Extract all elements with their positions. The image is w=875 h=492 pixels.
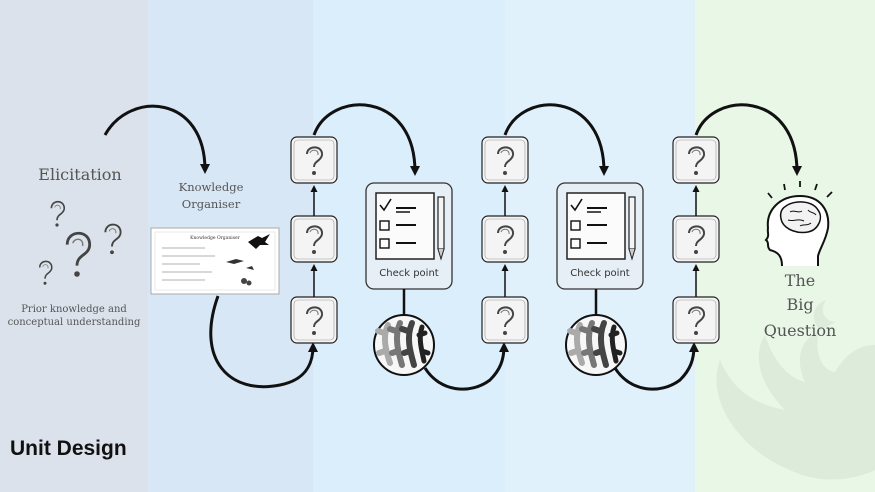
arrow-to-checkpoint-1 [312,103,420,176]
lizard-group-icon [374,315,434,375]
arrow-elicitation-to-organiser [103,104,210,174]
phoenix-watermark-icon [716,300,875,480]
organiser-card-title: Knowledge Organiser [190,235,240,241]
question-box [481,296,529,344]
elicitation-caption-line2: conceptual understanding [8,317,141,328]
question-mark-icon [39,200,122,286]
arrow-lizards-to-stage3 [613,342,699,391]
organiser-label-line2: Organiser [182,197,241,211]
question-box [290,296,338,344]
question-box [672,215,720,263]
arrow-lizards-to-stage2 [423,342,509,391]
page-title: Unit Design [10,437,127,460]
lizard-group-icon [566,315,626,375]
question-box [672,296,720,344]
big-question-line2: Big [786,295,813,314]
big-question-line1: The [785,271,815,290]
arrow-to-big-question [694,103,802,176]
checkpoint-card: Check point [365,182,453,290]
question-box [672,136,720,184]
arrow-to-checkpoint-2 [503,103,609,176]
checkpoint-card: Check point [556,182,644,290]
arrow-organiser-to-stage1 [209,295,318,389]
elicitation-heading: Elicitation [38,165,121,184]
question-box [290,136,338,184]
question-box [290,215,338,263]
checkpoint-label: Check point [570,268,630,279]
question-box [481,136,529,184]
knowledge-organiser-card: Knowledge Organiser [150,227,280,295]
big-question-line3: Question [764,321,837,340]
organiser-label-line1: Knowledge [179,180,244,194]
checkpoint-label: Check point [379,268,439,279]
question-box [481,215,529,263]
band-elicitation [0,0,148,492]
thinking-head-icon [764,181,833,267]
elicitation-caption-line1: Prior knowledge and [21,304,127,315]
bird-silhouette-icon [248,234,270,249]
